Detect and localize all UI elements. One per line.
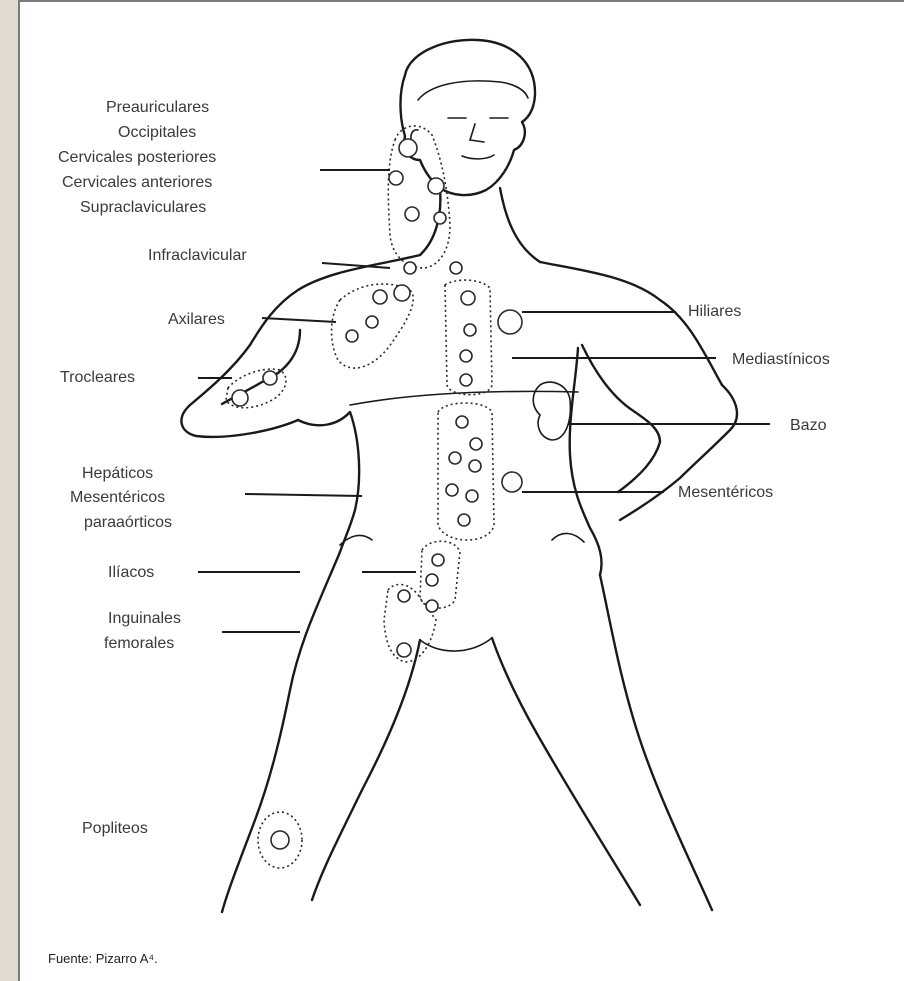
leg-right-outer: [600, 575, 712, 910]
neck-right: [500, 188, 540, 262]
node: [399, 139, 417, 157]
node: [398, 590, 410, 602]
node: [271, 831, 289, 849]
label-hiliares: Hiliares: [688, 303, 741, 320]
label-bazo: Bazo: [790, 417, 827, 434]
node: [232, 390, 248, 406]
label-trocleares: Trocleares: [60, 369, 135, 386]
labels: Preauriculares Occipitales Cervicales po…: [58, 99, 830, 837]
node: [456, 416, 468, 428]
node: [469, 460, 481, 472]
leader-lines: [198, 170, 770, 632]
node: [502, 472, 522, 492]
chest-line: [350, 391, 578, 405]
lymph-node-groups: [226, 126, 570, 868]
node: [461, 291, 475, 305]
label-femorales: femorales: [104, 635, 174, 652]
node: [397, 643, 411, 657]
shoulder-left: [250, 255, 420, 345]
node: [460, 374, 472, 386]
hip-right: [552, 533, 584, 542]
label-preauriculares: Preauriculares: [106, 99, 209, 116]
node: [466, 490, 478, 502]
node: [460, 350, 472, 362]
node: [458, 514, 470, 526]
node: [426, 574, 438, 586]
label-iliacos: Ilíacos: [108, 564, 154, 581]
label-cervicales-posteriores: Cervicales posteriores: [58, 149, 216, 166]
label-supraclaviculares: Supraclaviculares: [80, 199, 206, 216]
hair-line: [418, 81, 528, 100]
label-inguinales: Inguinales: [108, 610, 181, 627]
node: [263, 371, 277, 385]
label-mesentericos-left: Mesentéricos: [70, 489, 165, 506]
body-outline: [181, 40, 737, 912]
label-mediastinicos: Mediastínicos: [732, 351, 830, 368]
node: [426, 600, 438, 612]
leg-right-inner: [492, 638, 640, 905]
label-hepaticos: Hepáticos: [82, 465, 153, 482]
label-popliteos: Popliteos: [82, 820, 148, 837]
leader-axilares: [262, 318, 336, 322]
node: [446, 484, 458, 496]
node: [394, 285, 410, 301]
node: [428, 178, 444, 194]
arm-right-inner: [582, 345, 660, 492]
label-occipitales: Occipitales: [118, 124, 196, 141]
node: [450, 262, 462, 274]
leg-left-inner: [312, 640, 420, 900]
head-outline: [400, 40, 535, 195]
torso-right: [570, 348, 602, 575]
label-paraaorticos: paraaórticos: [84, 514, 172, 531]
node: [405, 207, 419, 221]
shoulder-right: [540, 262, 722, 385]
mouth: [462, 155, 494, 159]
leg-left-outer: [222, 552, 340, 912]
nose: [470, 124, 484, 142]
node: [470, 438, 482, 450]
torso-left: [298, 412, 359, 552]
node: [404, 262, 416, 274]
node: [498, 310, 522, 334]
source-caption: Fuente: Pizarro A⁴.: [48, 951, 158, 966]
node: [346, 330, 358, 342]
label-cervicales-anteriores: Cervicales anteriores: [62, 174, 212, 191]
label-infraclavicular: Infraclavicular: [148, 247, 247, 264]
node: [366, 316, 378, 328]
node: [464, 324, 476, 336]
node: [389, 171, 403, 185]
node: [432, 554, 444, 566]
node: [449, 452, 461, 464]
label-mesentericos-right: Mesentéricos: [678, 484, 773, 501]
label-axilares: Axilares: [168, 311, 225, 328]
leader-hepaticos: [245, 494, 362, 496]
iliac-region: [420, 541, 460, 608]
node: [434, 212, 446, 224]
node: [373, 290, 387, 304]
